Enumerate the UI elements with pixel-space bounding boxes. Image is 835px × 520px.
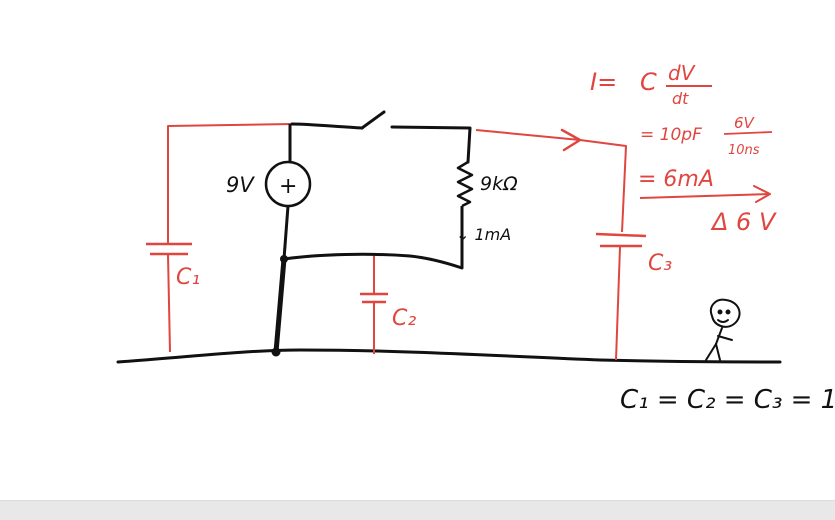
equation-line2-lhs: = 10pF	[640, 125, 702, 145]
equation-line2-fraction-bar	[723, 131, 773, 135]
node-dot-ground	[271, 347, 281, 357]
equation-line1-c: C	[640, 68, 657, 96]
wire-top-right	[390, 125, 472, 164]
equation-arrow-head	[753, 185, 771, 203]
bottom-bar	[0, 500, 835, 520]
c1-label: C₁	[176, 265, 200, 290]
wire-c1-bottom	[167, 254, 171, 353]
equation-line1-denominator: dt	[672, 89, 689, 108]
source-voltage-label: 9V	[226, 173, 255, 197]
resistor-zigzag	[456, 160, 474, 208]
stick-figure	[705, 298, 741, 361]
wire-top-left	[290, 122, 364, 130]
wire-source-ground	[273, 256, 287, 355]
branch-current-label: ↓ 1mA	[456, 225, 511, 244]
equation-arrow-shaft	[639, 193, 771, 199]
c3-label: C₃	[648, 251, 672, 276]
equation-line3: = 6mA	[638, 167, 714, 192]
wire-c3-top	[475, 129, 627, 233]
switch-arm	[360, 110, 386, 130]
equation-line2-numerator: 6V	[734, 114, 756, 132]
ground-line	[116, 348, 782, 364]
current-arrow-head	[560, 128, 582, 152]
wire-middle	[282, 252, 464, 270]
c3-plate-top	[595, 232, 647, 238]
equation-line1-numerator: dV	[668, 61, 696, 85]
wire-source-bottom	[282, 205, 290, 260]
wire-c1-top	[167, 123, 293, 243]
equation-line1-lhs: I=	[590, 68, 617, 96]
wire-c3-bottom	[615, 246, 621, 361]
capacitance-equation: C₁ = C₂ = C₃ = 10pF	[620, 385, 835, 415]
c2-label: C₂	[392, 306, 416, 331]
source-plus-sign: +	[279, 174, 297, 199]
equation-line2-denominator: 10ns	[728, 143, 760, 158]
resistor-label: 9kΩ	[480, 173, 518, 195]
equation-line4: Δ 6 V	[710, 208, 777, 236]
